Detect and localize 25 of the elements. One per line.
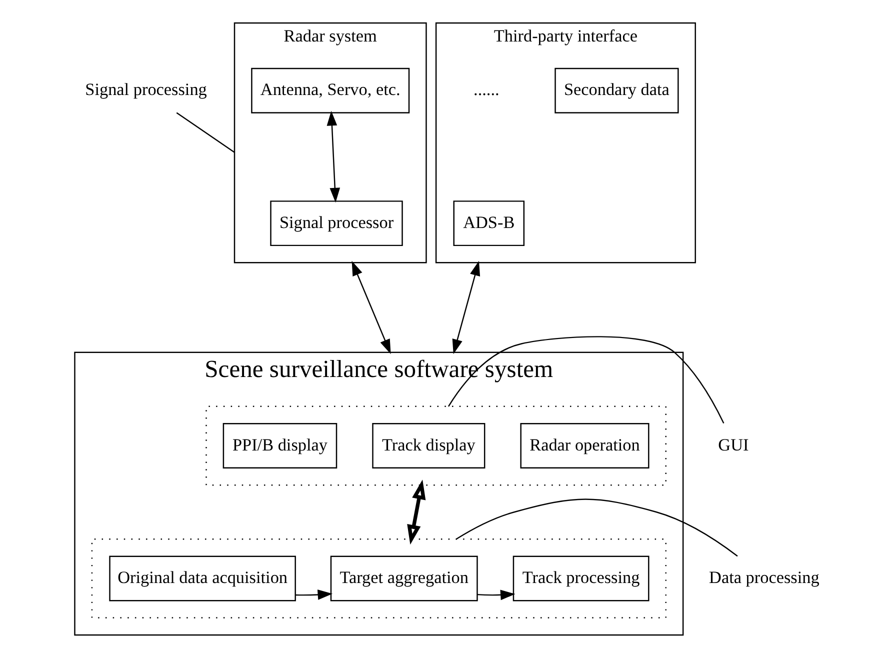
arrow xyxy=(352,260,391,354)
arrow xyxy=(326,110,340,203)
node-box: Signal processor xyxy=(270,200,403,246)
node-text: ...... xyxy=(474,80,500,100)
arrow xyxy=(295,590,333,600)
node-box: PPI/B display xyxy=(222,423,338,468)
cluster xyxy=(206,406,666,486)
node-text: Data processing xyxy=(709,568,820,588)
node-box: Original data acquisition xyxy=(109,556,296,602)
connector xyxy=(448,336,724,424)
node-box: Secondary data xyxy=(554,68,679,114)
node-text: Signal processing xyxy=(85,80,207,100)
connector xyxy=(456,498,738,557)
node-box: Track processing xyxy=(512,556,650,602)
node-box: Antenna, Servo, etc. xyxy=(251,68,410,114)
arrow xyxy=(452,260,480,354)
arrow xyxy=(407,480,426,545)
arrow xyxy=(477,590,516,600)
cluster xyxy=(91,538,666,618)
node-box: ADS-B xyxy=(453,200,525,246)
node-text: GUI xyxy=(718,435,749,454)
connector xyxy=(176,112,235,153)
node-box: Target aggregation xyxy=(330,556,478,602)
node-box: Track display xyxy=(372,423,486,468)
node-box: Radar operation xyxy=(520,423,650,468)
